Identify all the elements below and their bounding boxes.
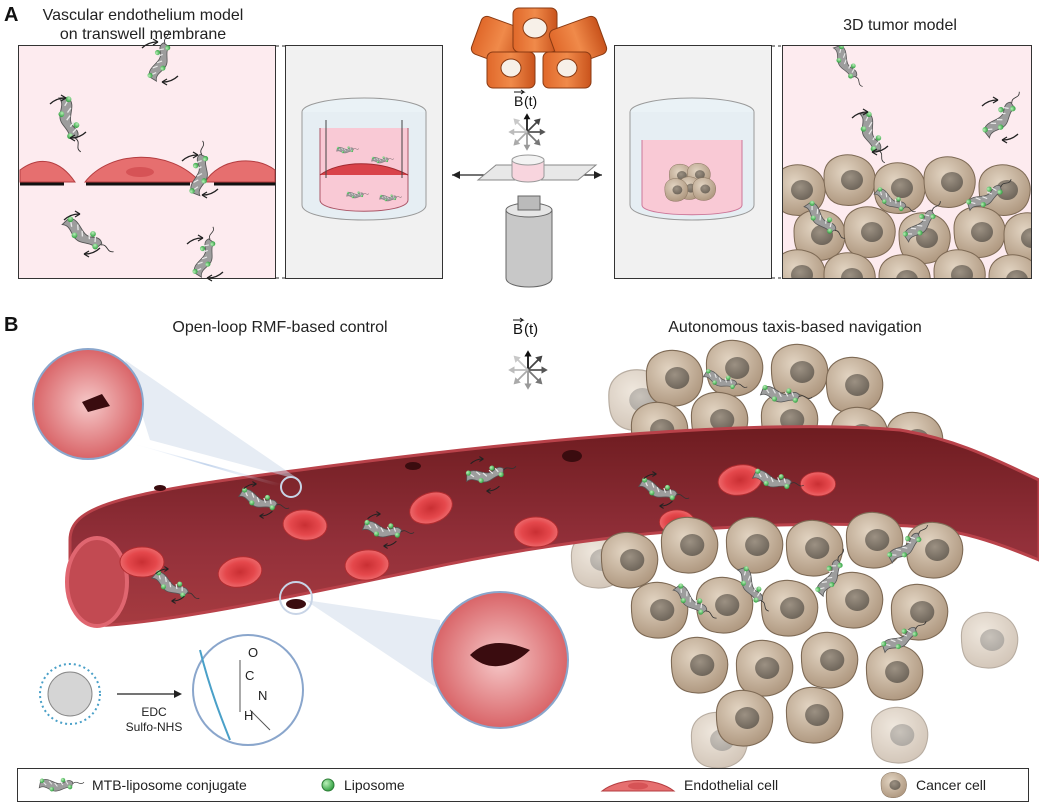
tumor-well-graphic (629, 97, 755, 221)
atom-c-label: C (245, 668, 254, 683)
conjugation-chemistry (39, 634, 304, 746)
atom-n-label: N (258, 688, 267, 703)
cancer-cell-icon (880, 772, 907, 798)
legend-item-mtb: MTB-liposome conjugate (34, 769, 247, 801)
mtb-liposome-icon (38, 777, 85, 792)
endothelial-cell-icon (600, 780, 676, 792)
endothelium-title-line2: on transwell membrane (59, 26, 227, 43)
legend: MTB-liposome conjugate Liposome Endothel… (17, 768, 1029, 802)
atom-h-label: H (244, 708, 253, 723)
panel-b-label: B (4, 314, 19, 336)
field-t-label-b: (t) (524, 321, 538, 338)
reagent-edc-label: EDC (141, 705, 167, 719)
transwell-insert-graphic (301, 97, 427, 221)
field-t-label-a: (t) (524, 93, 537, 109)
legend-label-mtb: MTB-liposome conjugate (92, 777, 247, 793)
legend-label-liposome: Liposome (344, 777, 405, 793)
magnified-gap-insets (32, 348, 569, 729)
panel-a-connectors (276, 45, 782, 279)
endothelium-title-line1: Vascular endothelium model (42, 7, 244, 24)
taxis-navigation-title: Autonomous taxis-based navigation (668, 319, 922, 336)
field-b-label-b: B (513, 321, 523, 338)
endothelium-model-graphic (19, 28, 276, 282)
panel-b-field-indicator: B (t) (507, 317, 549, 391)
legend-label-cancer: Cancer cell (916, 777, 987, 793)
chem-labels: EDC Sulfo-NHS O C N H (126, 645, 268, 734)
liposome-icon (321, 778, 335, 792)
legend-label-endothelial: Endothelial cell (684, 777, 779, 793)
endothelium-model-title: Vascular endothelium model on transwell … (18, 6, 268, 44)
legend-item-endothelial: Endothelial cell (600, 769, 778, 801)
field-b-label-a: B (514, 93, 523, 109)
tumor-model-title: 3D tumor model (843, 17, 957, 34)
legend-item-cancer: Cancer cell (880, 769, 986, 801)
rmf-coil-graphic (452, 7, 608, 288)
atom-o-label: O (248, 645, 258, 660)
blood-vessel-graphic (65, 425, 1039, 628)
rmf-control-title: Open-loop RMF-based control (172, 319, 388, 336)
legend-item-liposome: Liposome (320, 769, 405, 801)
panel-a-label: A (4, 4, 19, 26)
panel-a-field-label: B (t) (514, 89, 537, 109)
reagent-sulfo-nhs-label: Sulfo-NHS (126, 720, 183, 734)
